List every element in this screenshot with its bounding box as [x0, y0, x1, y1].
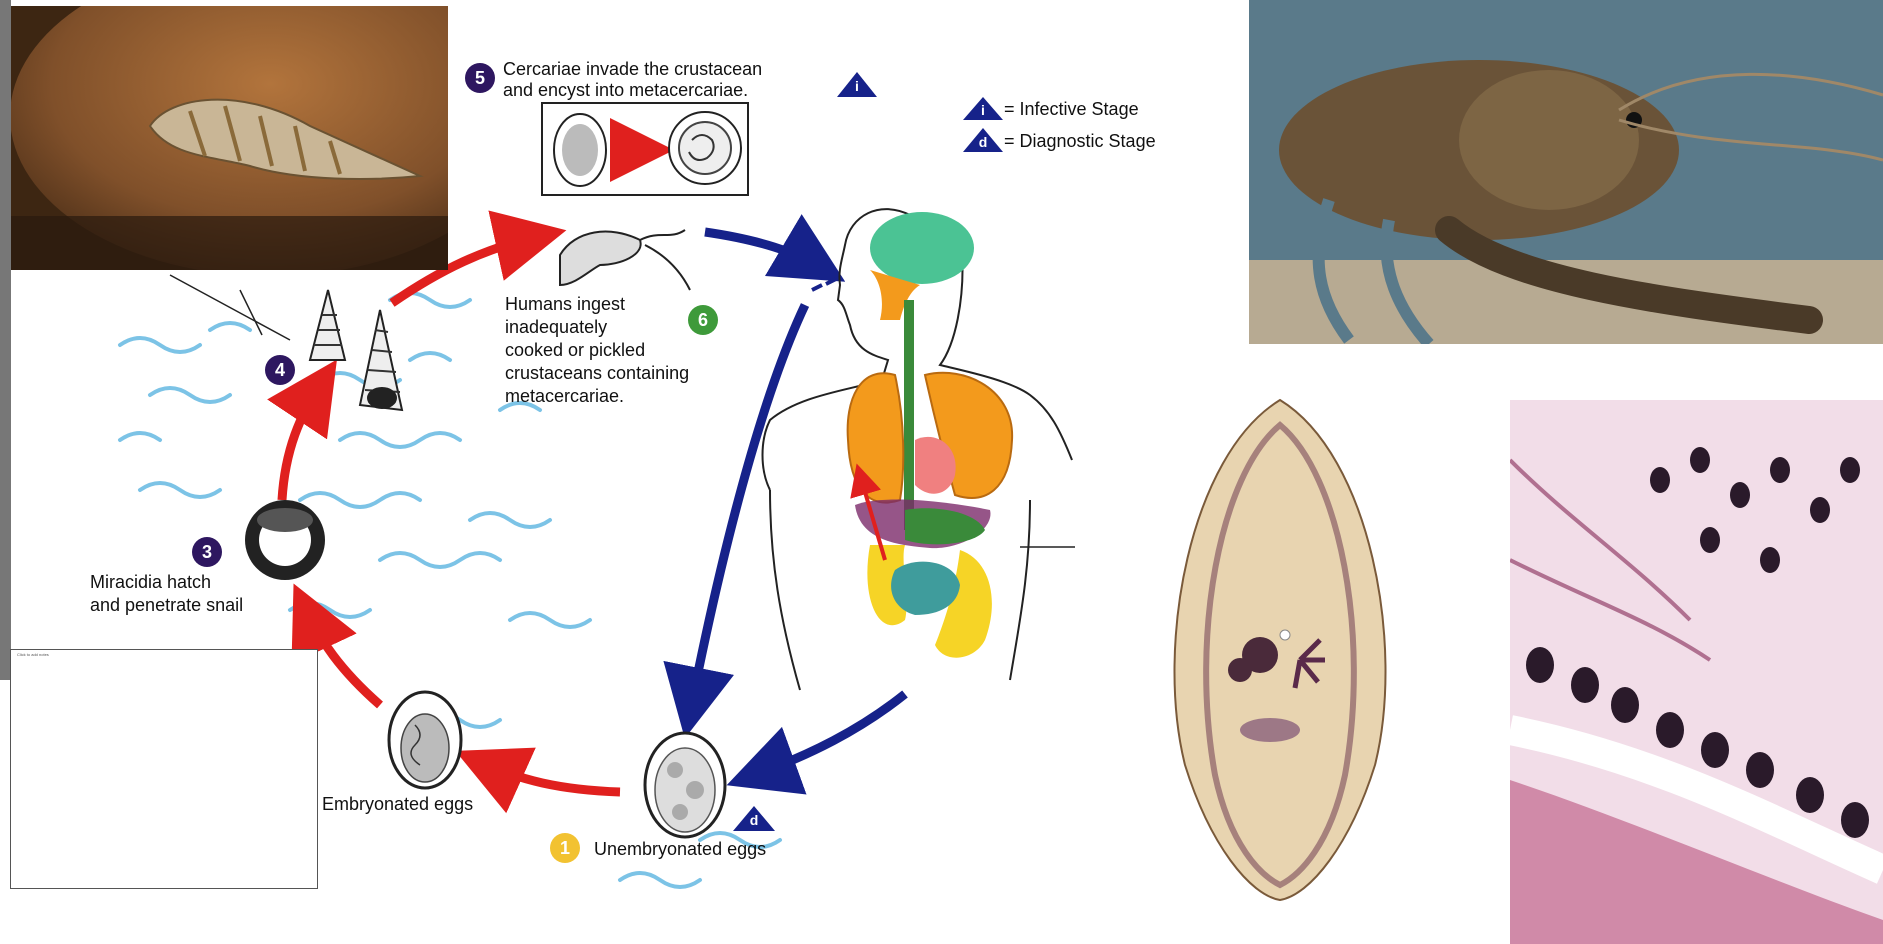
- notes-textbox[interactable]: Click to add notes: [10, 649, 318, 889]
- crayfish-photo: [1249, 0, 1883, 344]
- stage-5-marker: i: [847, 78, 867, 94]
- infective-symbol: i: [973, 102, 993, 118]
- stage-3-label-line1: Miracidia hatch: [90, 571, 211, 593]
- stage-6-label-line2: inadequately: [505, 316, 607, 338]
- adult-fluke-photo: [1140, 395, 1420, 905]
- stage-1-label: Unembryonated eggs: [594, 838, 766, 860]
- embryonated-egg-icon: [389, 692, 461, 788]
- stage-3-badge: 3: [192, 537, 222, 567]
- stage-5-label-line2: and encyst into metacercariae.: [503, 79, 748, 101]
- stage-5-badge: 5: [465, 63, 495, 93]
- snail-pointer-line-1: [170, 275, 290, 340]
- left-gray-strip: [0, 0, 11, 680]
- snail-icons: [310, 290, 402, 410]
- stage-6-label-line3: cooked or pickled: [505, 339, 645, 361]
- infective-stage-label: = Infective Stage: [1004, 98, 1139, 120]
- stage-3-label-line2: and penetrate snail: [90, 594, 243, 616]
- stage-6-badge: 6: [688, 305, 718, 335]
- stage-4-badge: 4: [265, 355, 295, 385]
- crustacean-icon: [560, 230, 690, 290]
- stage-1-badge: 1: [550, 833, 580, 863]
- notes-textbox-text: Click to add notes: [17, 652, 317, 657]
- stage-2-label: Embryonated eggs: [322, 793, 473, 815]
- stage-5-label-line1: Cercariae invade the crustacean: [503, 58, 762, 80]
- stage-6-label-line1: Humans ingest: [505, 293, 625, 315]
- unembryonated-egg-icon: [645, 733, 725, 837]
- diagnostic-symbol: d: [973, 134, 993, 150]
- metacercaria-icon: [669, 112, 741, 184]
- stage-6-label-line4: crustaceans containing: [505, 362, 689, 384]
- organs: [848, 212, 1013, 658]
- miracidium-icon: [245, 500, 325, 580]
- histology-photo: [1510, 400, 1883, 944]
- cercaria-icon: [554, 114, 606, 186]
- blue-dash: [812, 279, 836, 290]
- diagnostic-stage-label: = Diagnostic Stage: [1004, 130, 1156, 152]
- stage-1-marker: d: [744, 812, 764, 828]
- snail-photo: [10, 6, 448, 270]
- stage-6-label-line5: metacercariae.: [505, 385, 624, 407]
